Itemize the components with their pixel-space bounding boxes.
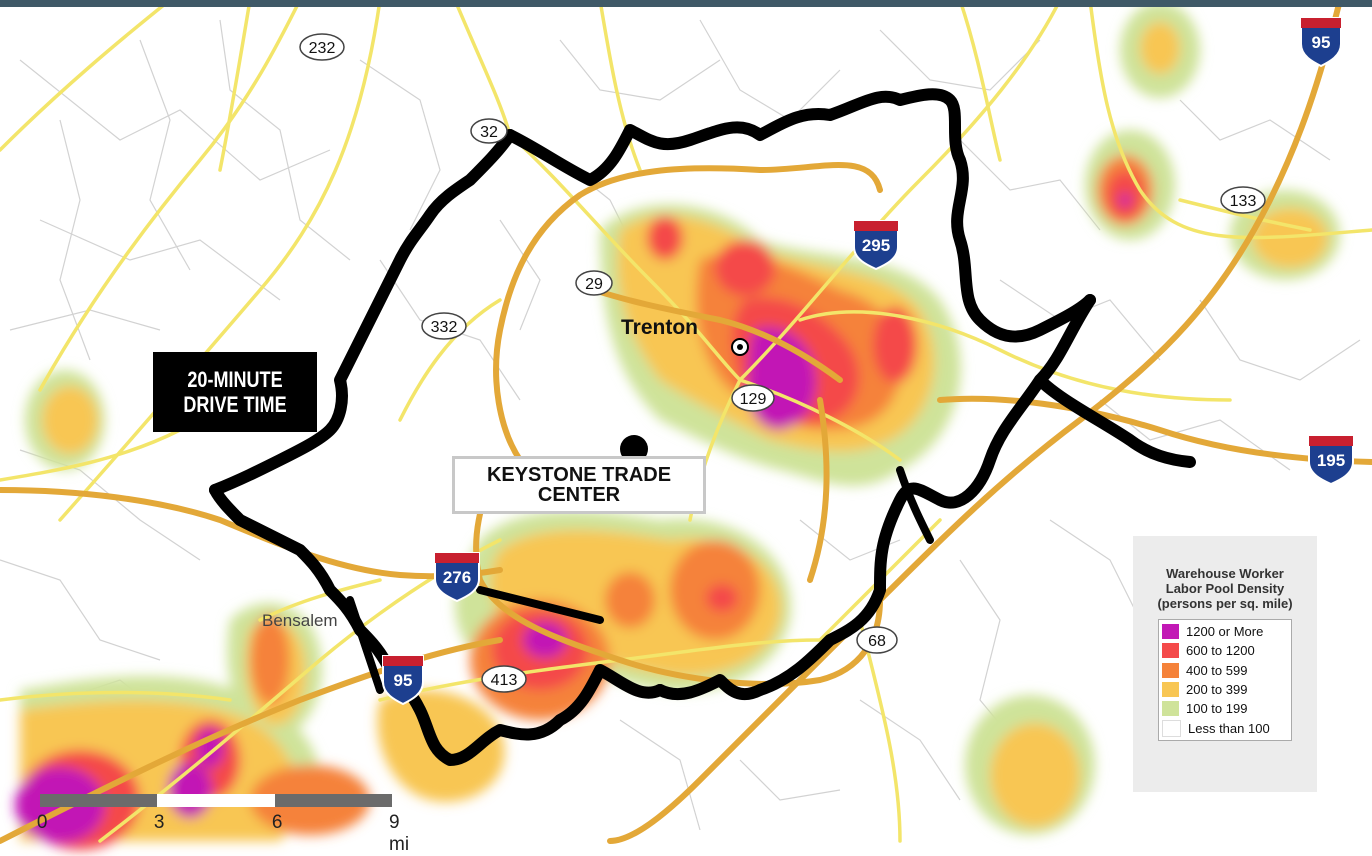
drive-time-callout-line1: 20-MINUTE [187,367,283,392]
legend-swatch [1162,624,1179,640]
legend-item-label: 400 to 599 [1186,662,1248,678]
legend-item-label: 100 to 199 [1186,701,1248,717]
legend-item-label: 1200 or More [1186,624,1264,640]
svg-text:68: 68 [868,633,886,650]
legend-item: 100 to 199 [1162,699,1288,718]
scale-tick-label: 6 [271,812,283,833]
highway-loop-south [473,457,883,687]
svg-text:295: 295 [862,236,890,255]
drive-time-callout: 20-MINUTE DRIVE TIME [153,352,317,432]
route-shield-413: 413 [481,665,527,693]
svg-text:332: 332 [431,319,458,336]
highway-i295 [493,162,883,463]
legend-item: Less than 100 [1162,718,1288,737]
route-shield-29: 29 [575,270,613,296]
scale-tick-label: 0 [36,812,48,833]
scale-tick-label: 9 mi [388,812,410,855]
svg-text:413: 413 [491,672,518,689]
legend-swatch [1162,682,1179,698]
legend-item-label: Less than 100 [1188,720,1270,736]
scale-tick-label: 3 [153,812,165,833]
svg-text:29: 29 [585,276,603,293]
svg-text:95: 95 [394,671,413,690]
interstate-shield-276: 276 [434,552,480,603]
legend-item-label: 200 to 399 [1186,682,1248,698]
highway-loop-east [807,397,830,583]
legend-title-line1: Warehouse Worker [1166,566,1284,581]
top-bar [0,0,1372,7]
svg-text:232: 232 [309,40,336,57]
legend-swatch [1162,701,1179,717]
highway-rt29 [577,282,843,383]
legend-item: 1200 or More [1162,622,1288,641]
scale-bar-segment [40,794,157,807]
route-shield-129: 129 [731,384,775,412]
site-callout: KEYSTONE TRADE CENTER [452,456,706,514]
svg-text:133: 133 [1230,193,1257,210]
scale-bar-segment [157,794,275,807]
svg-text:32: 32 [480,124,498,141]
density-legend: Warehouse Worker Labor Pool Density (per… [1133,536,1317,792]
legend-swatch-list: 1200 or More 600 to 1200 400 to 599 200 … [1158,619,1292,741]
svg-text:129: 129 [740,391,767,408]
highway-i95 [607,0,1343,844]
trenton-marker[interactable] [731,338,749,356]
route-shield-332: 332 [421,312,467,340]
svg-text:276: 276 [443,568,471,587]
interstate-shield-95-north: 95 [1300,17,1342,68]
drive-time-callout-line2: DRIVE TIME [183,392,287,417]
legend-title-line3: (persons per sq. mile) [1157,596,1293,611]
legend-swatch [1162,719,1181,737]
legend-swatch [1162,643,1179,659]
legend-title-line2: Labor Pool Density [1165,581,1285,596]
route-shield-232: 232 [299,33,345,61]
route-shield-133: 133 [1220,186,1266,214]
legend-item-label: 600 to 1200 [1186,643,1255,659]
route-shield-32: 32 [470,118,508,144]
site-callout-line1: KEYSTONE TRADE [486,464,672,486]
legend-swatch [1162,662,1179,678]
scale-bar-segment [275,794,392,807]
scale-bar: 0 3 6 9 mi [37,794,409,855]
bensalem-label: Bensalem [262,611,338,630]
interstate-shield-195: 195 [1308,435,1354,486]
legend-item: 400 to 599 [1162,661,1288,680]
density-heat-zones [15,2,1340,850]
route-shield-68: 68 [856,626,898,654]
svg-text:95: 95 [1312,33,1331,52]
trenton-label: Trenton [621,316,698,339]
highway-i195 [937,395,1372,465]
legend-item: 200 to 399 [1162,680,1288,699]
legend-item: 600 to 1200 [1162,641,1288,660]
site-callout-line2: CENTER [537,484,621,506]
interstate-shield-295: 295 [853,220,899,271]
interstate-shield-95-south: 95 [382,655,424,706]
svg-text:195: 195 [1317,451,1345,470]
